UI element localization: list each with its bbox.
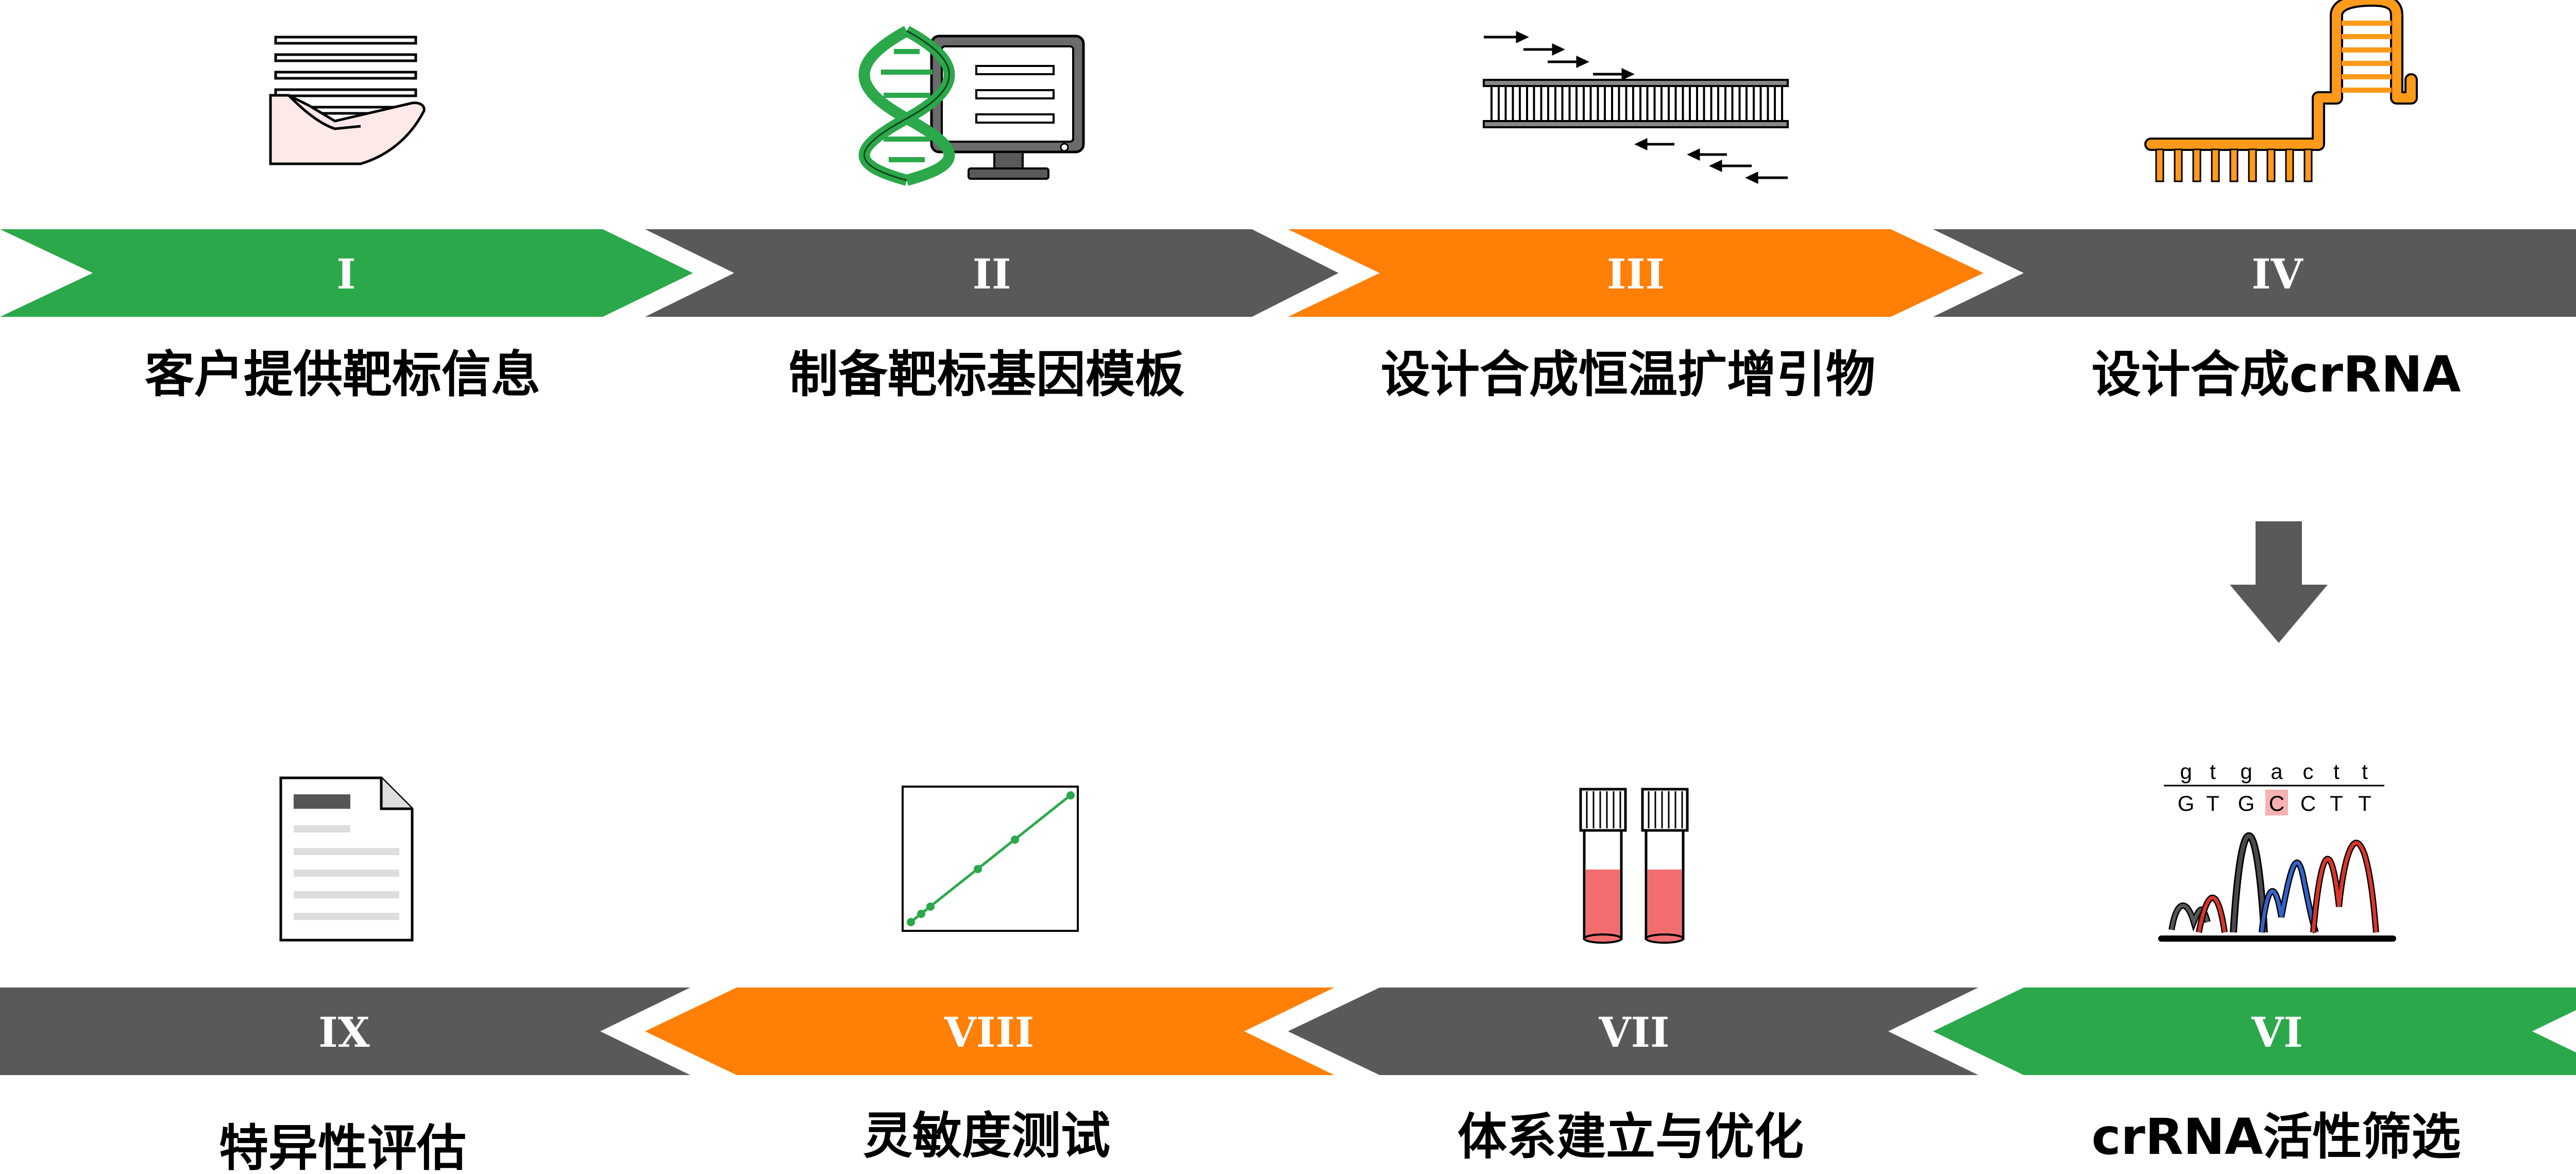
seq-upper-base: C: [2300, 791, 2316, 815]
step-3-label: 设计合成恒温扩增引物: [1381, 346, 1875, 403]
seq-upper-base: G: [2178, 791, 2195, 815]
step-6-label: crRNA活性筛选: [2092, 1108, 2461, 1166]
standard-curve-icon: [902, 786, 1079, 932]
step-6-numeral: VI: [2251, 1008, 2303, 1057]
step-4-chevron: IV: [1933, 229, 2576, 317]
seq-lower-base: c: [2303, 759, 2314, 784]
seq-lower-base: t: [2362, 759, 2368, 784]
step-7-chevron: VII: [1288, 988, 1978, 1075]
step-9-numeral: IX: [318, 1008, 370, 1057]
step-2-chevron: II: [645, 229, 1338, 317]
down-arrow-icon: [2230, 521, 2328, 643]
step-4-numeral: IV: [2251, 250, 2303, 298]
step-2-numeral: II: [973, 250, 1011, 298]
step-2-label: 制备靶标基因模板: [789, 346, 1184, 403]
step-3-chevron: III: [1288, 229, 1984, 317]
hand-holding-document-icon: [269, 36, 426, 165]
seq-lower-base: g: [2240, 759, 2252, 784]
step-8-numeral: VIII: [944, 1008, 1034, 1057]
report-document-icon: [279, 776, 414, 942]
step-9-label: 特异性评估: [219, 1119, 466, 1174]
step-4-label: 设计合成crRNA: [2092, 346, 2461, 403]
seq-upper-base: T: [2206, 791, 2219, 815]
sample-tube-right: [1641, 788, 1689, 944]
step-6-chevron: VI: [1933, 988, 2576, 1075]
crrna-hairpin-icon: [2144, 0, 2418, 182]
dna-computer-icon: [858, 26, 1085, 186]
step-1-numeral: I: [336, 250, 355, 298]
seq-lower-base: g: [2180, 759, 2192, 784]
step-1-label: 客户提供靶标信息: [145, 346, 540, 403]
step-3-numeral: III: [1607, 250, 1665, 298]
step-7-numeral: VII: [1599, 1008, 1670, 1057]
primer-dna-icon: [1483, 31, 1789, 184]
seq-upper-base: T: [2358, 791, 2371, 815]
step-9-chevron: IX: [0, 988, 690, 1075]
sample-tubes-icon: [1579, 788, 1689, 944]
seq-upper-base: G: [2238, 791, 2255, 815]
step-1-chevron: I: [0, 229, 693, 317]
seq-lower-base: t: [2210, 759, 2216, 784]
step-8-chevron: VIII: [645, 988, 1334, 1075]
seq-lower-base: t: [2333, 759, 2340, 784]
seq-upper-base: C: [2269, 791, 2284, 815]
chromatogram-highlight: [2265, 790, 2288, 815]
sample-tube-left: [1579, 788, 1627, 944]
step-8-label: 灵敏度测试: [863, 1107, 1110, 1165]
seq-upper-base: T: [2330, 791, 2343, 815]
step-7-label: 体系建立与优化: [1458, 1108, 1804, 1166]
seq-lower-base: a: [2270, 759, 2283, 784]
